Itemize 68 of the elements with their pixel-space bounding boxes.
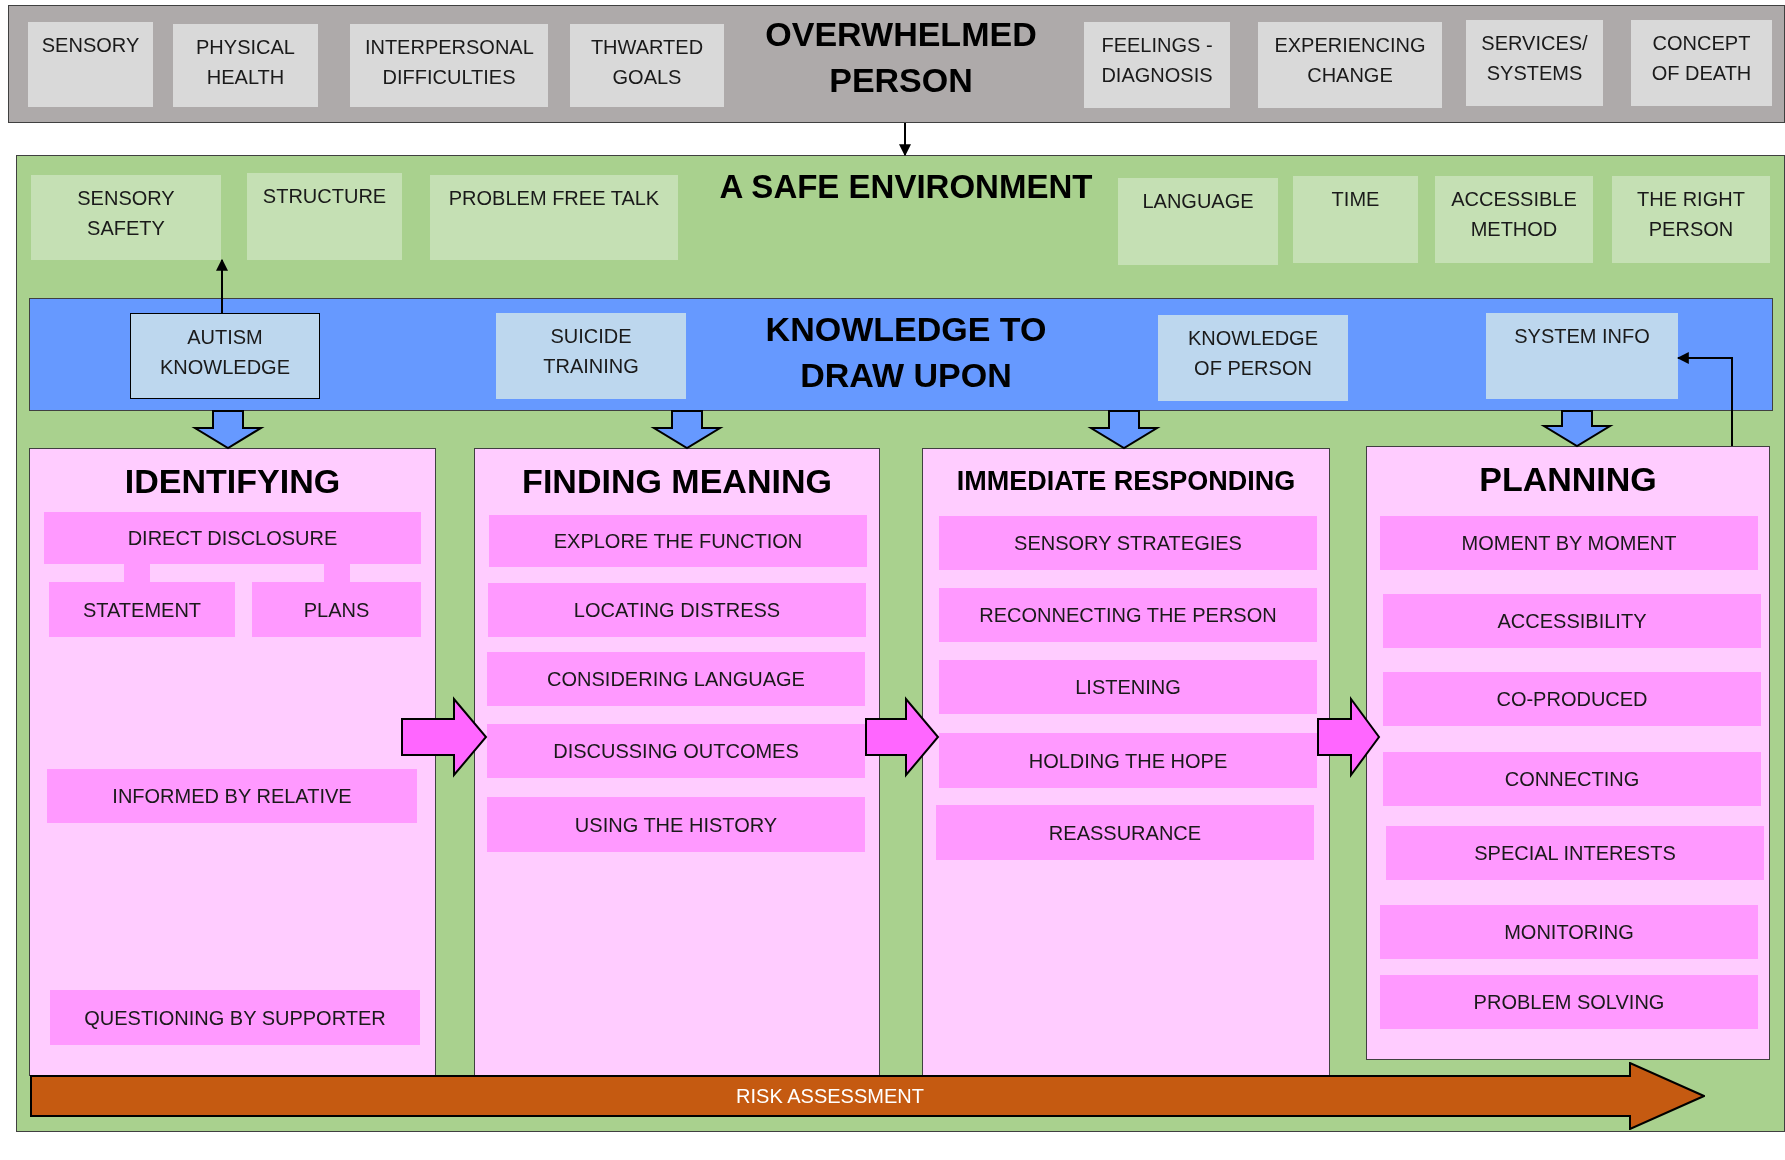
connector-bar xyxy=(324,564,350,582)
stage-column xyxy=(474,448,880,1076)
factor-box: PHYSICAL HEALTH xyxy=(173,24,318,107)
environment-box: THE RIGHT PERSON xyxy=(1612,176,1770,263)
step-box: HOLDING THE HOPE xyxy=(939,733,1317,788)
block-arrow xyxy=(1317,695,1381,779)
factor-box: SERVICES/ SYSTEMS xyxy=(1466,20,1603,106)
knowledge-box: AUTISM KNOWLEDGE xyxy=(130,313,320,399)
knowledge-band xyxy=(29,298,1773,411)
factor-box: CONCEPT OF DEATH xyxy=(1631,20,1772,106)
block-arrow xyxy=(650,410,724,450)
environment-box: ACCESSIBLE METHOD xyxy=(1435,176,1593,263)
block-arrow xyxy=(401,696,488,778)
column-heading: PLANNING xyxy=(1479,459,1657,500)
knowledge-box: SUICIDE TRAINING xyxy=(496,313,686,399)
environment-box: TIME xyxy=(1293,176,1418,263)
column-heading: FINDING MEANING xyxy=(522,461,832,502)
step-box: QUESTIONING BY SUPPORTER xyxy=(50,990,420,1045)
step-box: PLANS xyxy=(252,582,421,637)
step-box: USING THE HISTORY xyxy=(487,797,865,852)
band-title: A SAFE ENVIRONMENT xyxy=(719,167,1093,207)
arrow xyxy=(1676,352,1733,447)
step-box: EXPLORE THE FUNCTION xyxy=(489,515,867,567)
knowledge-box: SYSTEM INFO xyxy=(1486,313,1678,399)
factor-box: SENSORY xyxy=(28,22,153,107)
step-box: SENSORY STRATEGIES xyxy=(939,516,1317,570)
band-title: KNOWLEDGE TO DRAW UPON xyxy=(764,309,1048,396)
step-box: LISTENING xyxy=(939,660,1317,714)
environment-box: PROBLEM FREE TALK xyxy=(430,175,678,260)
step-box: DIRECT DISCLOSURE xyxy=(44,512,421,564)
block-arrow xyxy=(865,696,940,778)
risk-arrow: RISK ASSESSMENT xyxy=(30,1062,1705,1130)
environment-box: LANGUAGE xyxy=(1118,178,1278,265)
step-box: INFORMED BY RELATIVE xyxy=(47,769,417,823)
step-box: MOMENT BY MOMENT xyxy=(1380,516,1758,570)
stage-column xyxy=(29,448,436,1076)
step-box: LOCATING DISTRESS xyxy=(488,583,866,637)
connector-bar xyxy=(124,564,150,582)
header-band xyxy=(8,5,1785,123)
arrow xyxy=(899,122,911,157)
step-box: SPECIAL INTERESTS xyxy=(1386,826,1764,880)
step-box: ACCESSIBILITY xyxy=(1383,594,1761,648)
stage-column xyxy=(922,448,1330,1076)
factor-box: INTERPERSONAL DIFFICULTIES xyxy=(350,24,548,107)
block-arrow xyxy=(191,410,265,450)
step-box: PROBLEM SOLVING xyxy=(1380,975,1758,1029)
knowledge-box: KNOWLEDGE OF PERSON xyxy=(1158,315,1348,401)
block-arrow xyxy=(1540,410,1614,448)
environment-box: STRUCTURE xyxy=(247,173,402,260)
factor-box: THWARTED GOALS xyxy=(570,24,724,107)
step-box: CONSIDERING LANGUAGE xyxy=(487,652,865,706)
step-box: CONNECTING xyxy=(1383,752,1761,806)
step-box: RECONNECTING THE PERSON xyxy=(939,588,1317,642)
arrow xyxy=(216,258,228,314)
column-heading: IMMEDIATE RESPONDING xyxy=(956,465,1296,498)
step-box: DISCUSSING OUTCOMES xyxy=(487,724,865,778)
step-box: CO-PRODUCED xyxy=(1383,672,1761,726)
environment-box: SENSORY SAFETY xyxy=(31,175,221,260)
column-heading: IDENTIFYING xyxy=(124,461,341,502)
step-box: REASSURANCE xyxy=(936,805,1314,860)
step-box: MONITORING xyxy=(1380,905,1758,959)
block-arrow xyxy=(1087,410,1161,450)
step-box: STATEMENT xyxy=(49,582,235,637)
factor-box: EXPERIENCING CHANGE xyxy=(1258,22,1442,108)
band-title: OVERWHELMED PERSON xyxy=(764,14,1038,101)
environment-panel xyxy=(16,155,1785,1132)
factor-box: FEELINGS - DIAGNOSIS xyxy=(1084,22,1230,108)
stage-column xyxy=(1366,446,1770,1060)
